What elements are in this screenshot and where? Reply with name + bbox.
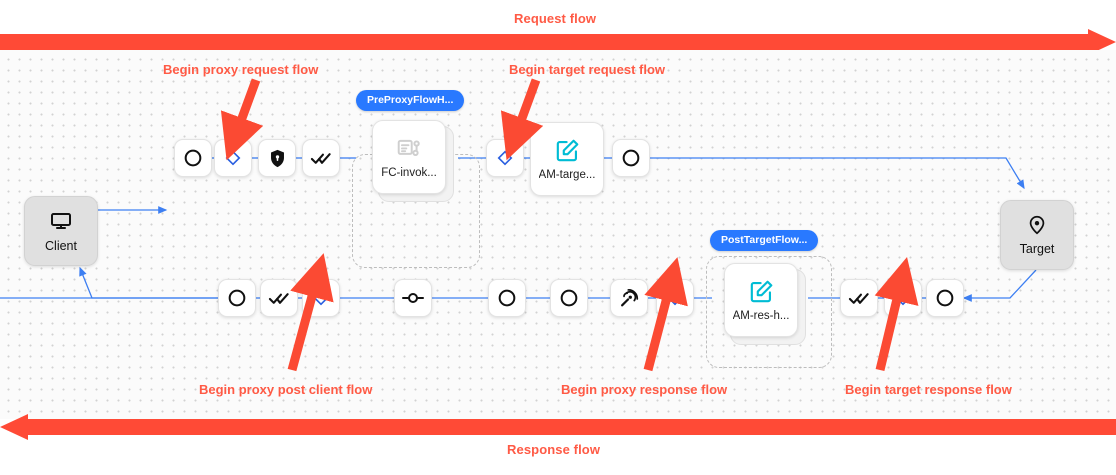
connector-wires [0,157,1037,302]
policy-node-am-res-header[interactable]: AM-res-h... [724,263,798,337]
circle-icon [558,287,580,309]
policy-node-am-target[interactable]: AM-targe... [530,122,604,196]
request-step-shield[interactable] [258,139,296,177]
diamond-icon [893,288,913,308]
response-flow-arrowhead [0,414,28,440]
flow-group-post-target [706,256,832,368]
diagram-canvas[interactable]: Client Target [0,50,1116,419]
response-step-antenna[interactable] [610,279,648,317]
diamond-icon [311,288,331,308]
circle-icon [182,147,204,169]
circle-icon [226,287,248,309]
double-check-icon [268,287,291,310]
endpoint-target[interactable]: Target [1000,200,1074,270]
shield-lock-icon [267,148,288,169]
response-step-circle-2[interactable] [488,279,526,317]
junction-icon [401,286,425,310]
annotation-begin-target-request-flow: Begin target request flow [509,62,666,77]
double-check-icon [310,147,333,170]
policy-node-fc-invoke-label: FC-invok... [381,166,437,179]
response-step-junction[interactable] [394,279,432,317]
request-step-diamond-1[interactable] [214,139,252,177]
response-step-diamond-2[interactable] [656,279,694,317]
flow-callout-icon [396,136,422,162]
request-flow-bar-body [0,34,1088,50]
annotation-begin-proxy-request-flow: Begin proxy request flow [163,62,319,77]
annotation-begin-proxy-response-flow: Begin proxy response flow [561,382,728,397]
circle-icon [934,287,956,309]
antenna-icon [618,287,640,309]
response-step-circle-3[interactable] [550,279,588,317]
monitor-icon [49,209,73,233]
annotation-begin-proxy-post-client-flow: Begin proxy post client flow [199,382,373,397]
response-step-diamond-1[interactable] [302,279,340,317]
circle-icon [496,287,518,309]
double-check-icon [848,287,871,310]
request-step-double-check-1[interactable] [302,139,340,177]
policy-node-fc-invoke[interactable]: FC-invok... [372,120,446,194]
endpoint-client[interactable]: Client [24,196,98,266]
diamond-icon [495,148,515,168]
flow-group-post-target-pill[interactable]: PostTargetFlow... [710,230,819,251]
edit-square-icon [554,137,581,164]
policy-node-am-target-label: AM-targe... [538,169,596,181]
edit-square-icon [748,278,775,305]
diamond-icon [223,148,243,168]
annotation-begin-target-response-flow: Begin target response flow [845,382,1012,397]
response-flow-bar-body [28,419,1116,435]
diamond-icon [665,288,685,308]
request-step-circle-2[interactable] [612,139,650,177]
circle-icon [620,147,642,169]
policy-node-am-res-header-label: AM-res-h... [732,310,790,322]
request-flow-bar [0,29,1116,55]
flow-group-pre-proxy-pill[interactable]: PreProxyFlowH... [356,90,465,111]
response-flow-label: Response flow [507,442,601,457]
policy-stack-fc-invoke: FC-invok... [372,120,458,206]
location-pin-icon [1026,214,1048,236]
endpoint-client-label: Client [45,239,77,253]
response-step-circle-4[interactable] [926,279,964,317]
response-step-circle-1[interactable] [218,279,256,317]
response-step-double-check-1[interactable] [260,279,298,317]
policy-stack-am-res-header: AM-res-h... [724,263,810,349]
response-step-diamond-3[interactable] [884,279,922,317]
response-step-double-check-2[interactable] [840,279,878,317]
request-step-diamond-2[interactable] [486,139,524,177]
request-flow-label: Request flow [514,11,597,26]
endpoint-target-label: Target [1019,242,1055,256]
response-flow-bar [0,414,1116,440]
request-step-circle-1[interactable] [174,139,212,177]
